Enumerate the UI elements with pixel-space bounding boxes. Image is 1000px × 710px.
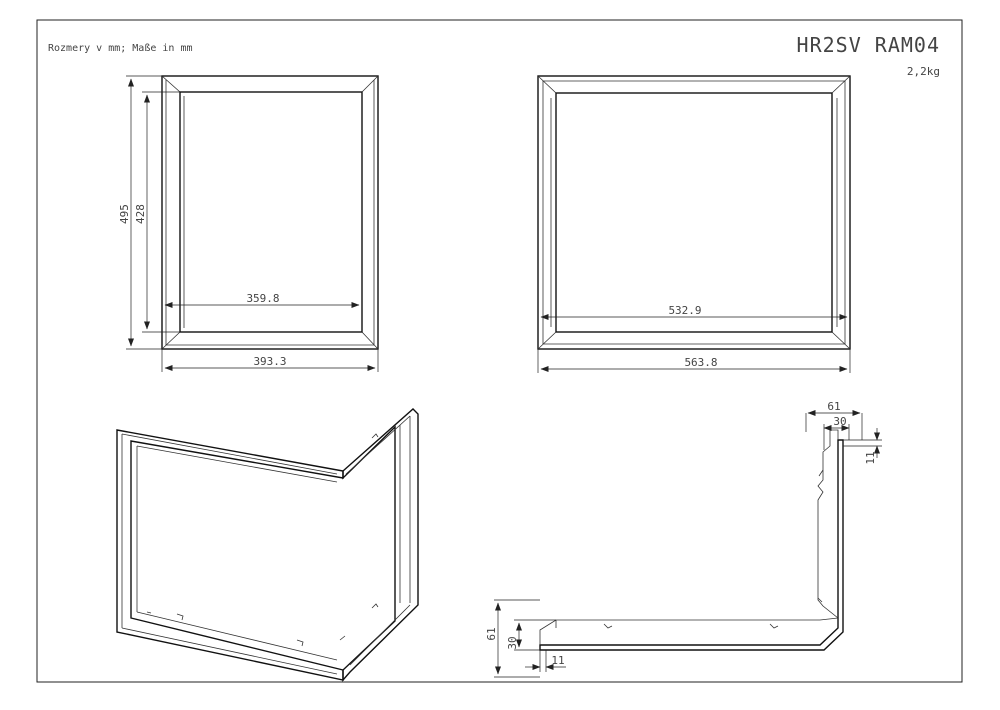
profile-side-depth: 61 <box>485 627 498 640</box>
side-outer-frame <box>537 75 851 350</box>
front-inner-height: 428 <box>134 204 147 224</box>
front-inner-opening <box>179 91 363 333</box>
front-view: 495 428 359.8 393.3 <box>118 75 379 372</box>
profile-view: 61 30 11 61 30 11 <box>485 400 882 678</box>
front-inner-width: 359.8 <box>246 292 279 305</box>
profile-section <box>539 439 844 651</box>
units-note: Rozmery v mm; Maße in mm <box>48 43 193 54</box>
part-code: HR2SV RAM04 <box>797 33 940 57</box>
profile-bottom-lip: 11 <box>551 654 564 667</box>
side-view: 532.9 563.8 <box>537 75 851 373</box>
front-outer-width: 393.3 <box>253 355 286 368</box>
front-outer-height: 495 <box>118 204 131 224</box>
profile-side-flange: 30 <box>506 636 519 649</box>
front-outer-frame <box>161 75 379 350</box>
sheet-border <box>36 19 963 683</box>
profile-top-depth: 61 <box>827 400 840 413</box>
side-inner-width: 532.9 <box>668 304 701 317</box>
side-inner-opening <box>555 92 833 333</box>
profile-top-flange: 30 <box>833 415 846 428</box>
isometric-view <box>116 408 419 682</box>
side-outer-width: 563.8 <box>684 356 717 369</box>
profile-top-lip: 11 <box>864 451 877 464</box>
weight-label: 2,2kg <box>907 65 940 78</box>
